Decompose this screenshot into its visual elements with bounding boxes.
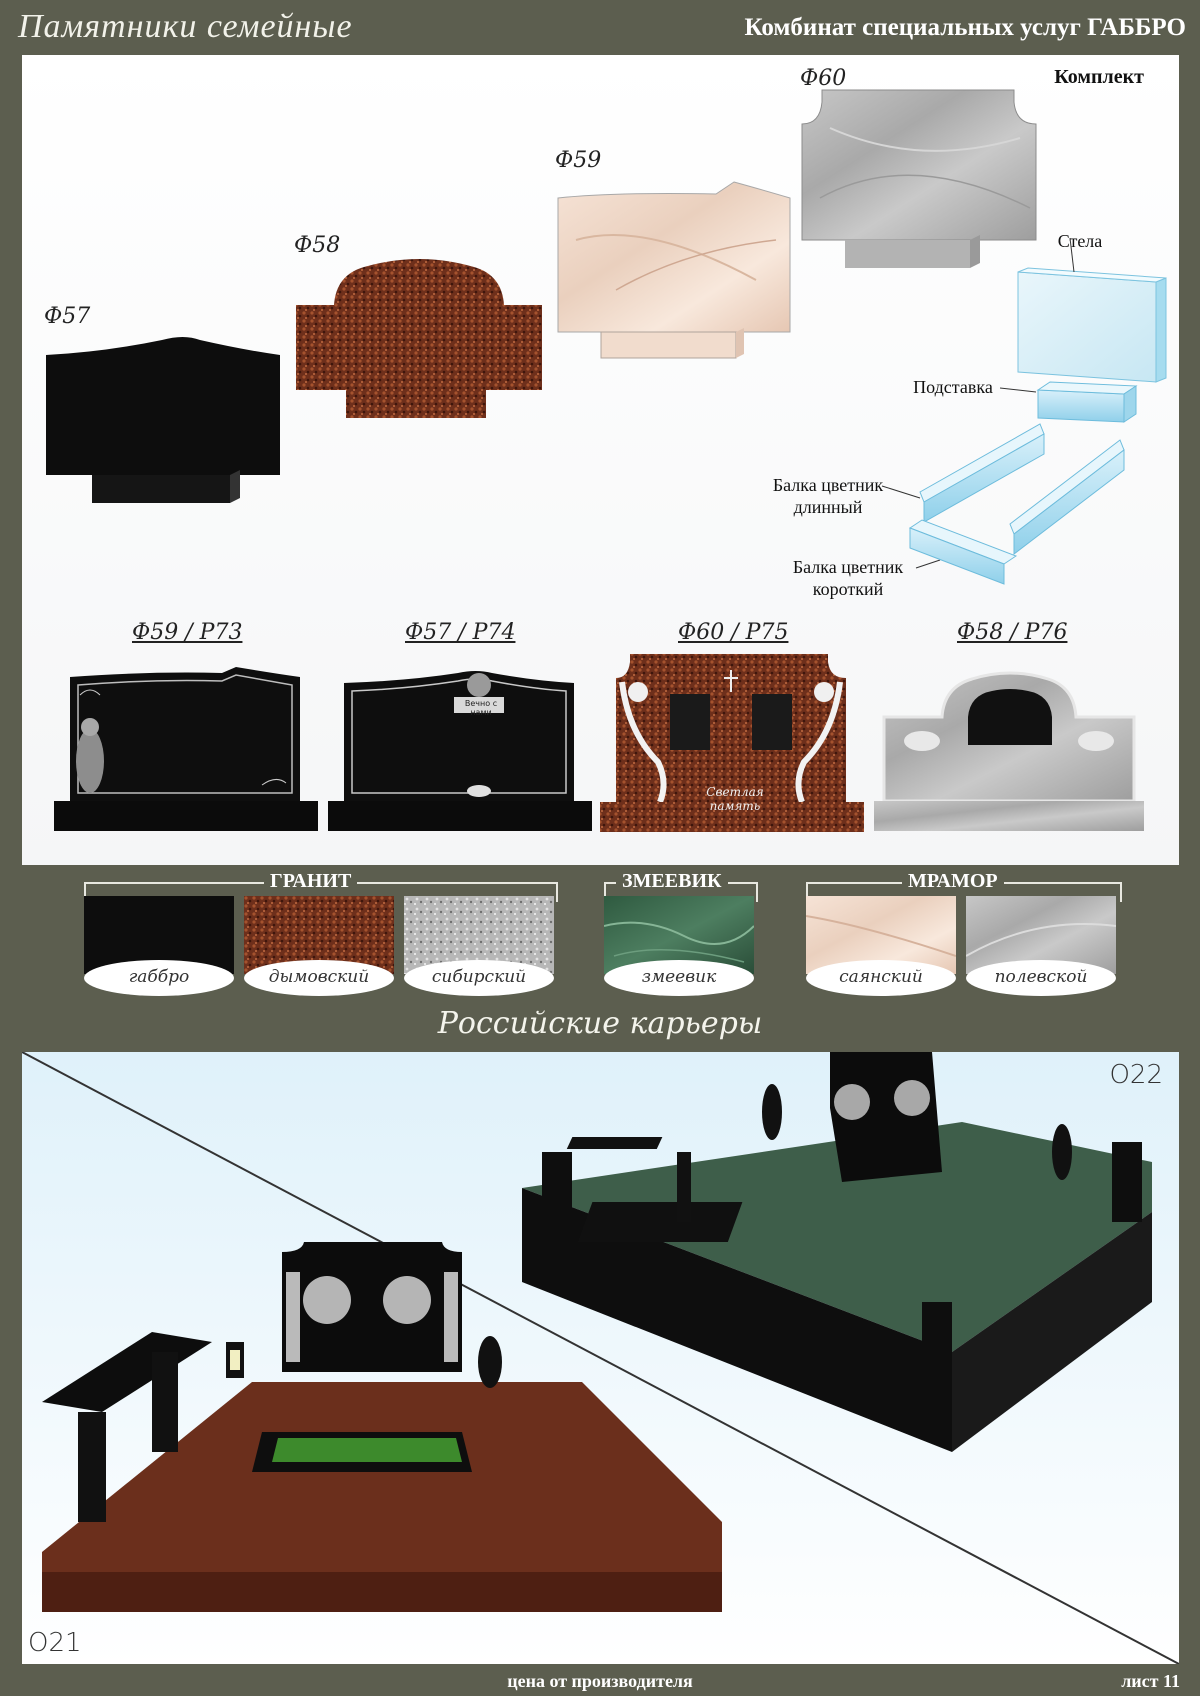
kit-beam-short-label-2: короткий (812, 579, 884, 599)
marble-group-title: МРАМОР (902, 870, 1004, 893)
complex-o21[interactable] (42, 1242, 722, 1612)
monument-f57 (46, 337, 280, 503)
complexes-illustration (22, 1052, 1179, 1664)
design-label-4: Ф58 / Р76 (957, 620, 1068, 645)
design-label-3: Ф60 / Р75 (678, 620, 789, 645)
design-label-2: Ф57 / Р74 (405, 620, 516, 645)
design-3-caption: Светлая память (706, 785, 764, 813)
swatch-label-gabbro: габбро (84, 960, 234, 996)
complex-code-o22: О22 (1109, 1060, 1163, 1090)
swatch-label-dymovsky: дымовский (244, 960, 394, 996)
kit-stela-pointer (1069, 238, 1075, 273)
serpentine-group-title: ЗМЕЕВИК (616, 870, 728, 893)
granite-group-title: ГРАНИТ (264, 870, 358, 893)
kit-stand-label: Подставка (913, 377, 993, 397)
swatch-label-sayansky: саянский (806, 960, 956, 996)
design-f59-p73[interactable] (52, 665, 320, 833)
kit-stela-label: Стела (1057, 231, 1103, 251)
swatch-label-polevskoy: полевской (966, 960, 1116, 996)
design-f58-p76[interactable] (872, 665, 1146, 833)
model-label-f60: Ф60 (800, 66, 847, 91)
design-label-1: Ф59 / Р73 (132, 620, 243, 645)
kit-beams[interactable] (880, 420, 1130, 590)
kit-beam-long-label-2: длинный (793, 497, 863, 517)
model-label-f59: Ф59 (555, 148, 602, 173)
kit-beam-short-label-1: Балка цветник (792, 557, 904, 577)
monument-f59 (557, 181, 791, 359)
kit-beam-long-label-1: Балка цветник (772, 475, 884, 495)
section-title-script: Памятники семейные (18, 8, 353, 45)
complexes-panel: О22 О21 (22, 1052, 1179, 1664)
model-label-f57: Ф57 (44, 304, 91, 329)
monument-f60 (801, 89, 1037, 268)
swatch-label-siberian: сибирский (404, 960, 554, 996)
company-name: Комбинат специальных услуг ГАББРО (744, 14, 1187, 41)
kit-stela[interactable] (1010, 252, 1170, 392)
complex-o22[interactable] (522, 1052, 1152, 1452)
design-f57-p74[interactable] (326, 665, 594, 833)
swatch-label-serpentine: змеевик (604, 960, 754, 996)
model-label-f58: Ф58 (294, 233, 341, 258)
footer-sheet-number: лист 11 (1121, 1671, 1180, 1691)
design-f60-p75[interactable] (598, 652, 866, 834)
complex-code-o21: О21 (28, 1628, 82, 1658)
kit-stand[interactable] (1000, 378, 1140, 428)
kit-title: Комплект (1054, 66, 1144, 88)
careers-caption: Российские карьеры (437, 1006, 763, 1041)
monument-f58 (296, 259, 542, 418)
footer-price-note: цена от производителя (507, 1671, 693, 1691)
design-2-ribbon: Вечно с нами (464, 699, 498, 717)
